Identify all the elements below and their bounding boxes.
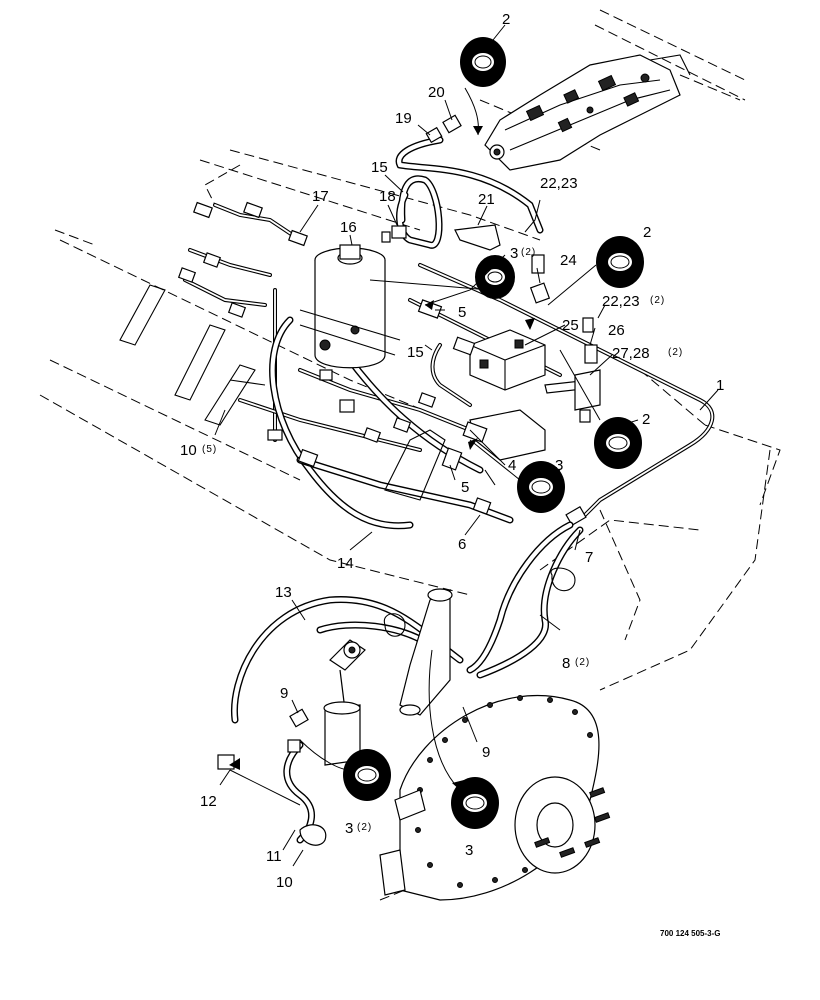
callout-11: 11 xyxy=(266,848,282,865)
qty-27-28: (2) xyxy=(668,347,683,358)
washer-inset-2-top xyxy=(460,37,506,87)
washer-inset-3-upper xyxy=(475,255,515,299)
callout-10: 10 xyxy=(276,874,293,891)
callout-9: 9 xyxy=(482,744,490,761)
callout-3: 3 xyxy=(345,820,353,837)
wheel-hub xyxy=(379,695,611,901)
callout-7: 7 xyxy=(585,549,593,566)
callout-24: 24 xyxy=(560,252,577,269)
callout-13: 13 xyxy=(275,584,292,601)
callout-15: 15 xyxy=(407,344,424,361)
callout-9: 9 xyxy=(280,685,288,702)
washer-inset-3-lower-left xyxy=(343,749,391,801)
callout-19: 19 xyxy=(395,110,412,127)
hydraulic-cylinder xyxy=(217,639,366,846)
callout-20: 20 xyxy=(428,84,445,101)
mounting-post xyxy=(399,588,453,716)
callout-2: 2 xyxy=(642,411,650,428)
hydraulic-pump xyxy=(484,54,691,171)
callout-4: 4 xyxy=(508,457,516,474)
callout-12: 12 xyxy=(200,793,217,810)
callout-22-23: 22,23 xyxy=(540,175,578,192)
callout-1: 1 xyxy=(716,377,724,394)
callout-14: 14 xyxy=(337,555,354,572)
callout-3: 3 xyxy=(555,457,563,474)
callout-17: 17 xyxy=(312,188,329,205)
document-number: 700 124 505-3-G xyxy=(660,929,721,938)
callout-5: 5 xyxy=(458,304,466,321)
callout-18: 18 xyxy=(379,188,396,205)
qty-10: (5) xyxy=(202,444,217,455)
qty-3-upper: (2) xyxy=(521,247,536,258)
callout-21: 21 xyxy=(478,191,495,208)
callout-16: 16 xyxy=(340,219,357,236)
callout-3: 3 xyxy=(465,842,473,859)
hose-brackets xyxy=(119,284,446,501)
callout-10: 10 xyxy=(180,442,197,459)
accumulator xyxy=(299,244,401,369)
arrows xyxy=(229,126,535,790)
callout-27-28: 27,28 xyxy=(612,345,650,362)
callout-25: 25 xyxy=(562,317,579,334)
qty-3-lower: (2) xyxy=(357,822,372,833)
callout-22-23: 22,23 xyxy=(602,293,640,310)
callout-26: 26 xyxy=(608,322,625,339)
callout-5: 5 xyxy=(461,479,469,496)
qty-22-23: (2) xyxy=(650,295,665,306)
washer-inset-2-middle xyxy=(594,417,642,469)
callout-3: 3 xyxy=(510,245,518,262)
frame-outline xyxy=(39,9,781,901)
washer-inset-2-right xyxy=(596,236,644,288)
washer-inset-3-lower-right xyxy=(451,777,499,829)
hoses-lower xyxy=(230,521,584,844)
qty-8: (2) xyxy=(575,657,590,668)
callout-6: 6 xyxy=(458,536,466,553)
callout-8: 8 xyxy=(562,655,570,672)
callout-labels: 1 2 2 2 3 (2) 3 3 (2) 3 4 5 5 6 7 8 (2) … xyxy=(180,11,724,891)
callout-2: 2 xyxy=(643,224,651,241)
callout-2: 2 xyxy=(502,11,510,28)
leader-lines xyxy=(214,24,719,867)
fittings xyxy=(177,114,598,527)
callout-15: 15 xyxy=(371,159,388,176)
valve-block xyxy=(469,329,601,486)
washer-insets xyxy=(343,37,644,829)
